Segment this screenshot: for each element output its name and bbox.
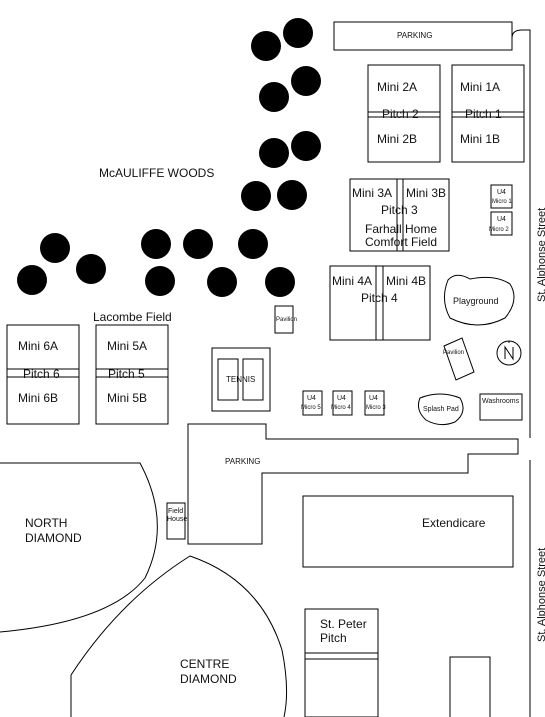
svg-text:Washrooms: Washrooms — [482, 398, 520, 405]
centre-diamond-label-1: CENTRE — [180, 657, 229, 671]
centre-diamond-label-2: DIAMOND — [180, 672, 237, 686]
pitch-5: Mini 5A Pitch 5 Mini 5B — [95, 324, 169, 425]
lacombe-field-label: Lacombe Field — [93, 310, 172, 324]
u4-micro-3: U4 Micro 3 — [364, 390, 386, 416]
tennis-label: TENNIS — [226, 375, 255, 384]
washrooms-building: Washrooms — [479, 393, 523, 421]
farhall-label-1: Farhall Home — [365, 222, 437, 236]
tree-canopy-icon — [40, 233, 70, 263]
pitch-3-label: Pitch 3 — [381, 203, 418, 217]
extendicare-building: Extendicare — [302, 495, 514, 568]
tennis-courts: TENNIS — [211, 347, 271, 412]
street-label-lower: St. Alphonse Street — [536, 548, 545, 642]
tree-canopy-icon — [17, 265, 47, 295]
pitch-6: Mini 6A Pitch 6 Mini 6B — [6, 324, 80, 425]
pitch-1: Mini 1A Pitch 1 Mini 1B — [451, 64, 525, 163]
tree-canopy-icon — [141, 229, 171, 259]
svg-text:Micro 3: Micro 3 — [366, 405, 386, 411]
u4-micro-4: U4 Micro 4 — [331, 390, 353, 416]
tree-canopy-icon — [259, 82, 289, 112]
u4-micro-5: U4 Micro 5 — [301, 390, 323, 416]
street-line-upper — [511, 29, 531, 438]
street-label-upper: St. Alphonse Street — [536, 208, 545, 302]
mini-5a-label: Mini 5A — [107, 339, 147, 353]
mini-6b-label: Mini 6B — [18, 391, 58, 405]
mini-1a-label: Mini 1A — [460, 80, 500, 94]
svg-text:Micro 5: Micro 5 — [301, 405, 321, 411]
playground-area — [444, 274, 515, 326]
svg-text:Pavilion: Pavilion — [443, 350, 464, 356]
tree-canopy-icon — [207, 267, 237, 297]
svg-text:Pavilion: Pavilion — [276, 317, 297, 323]
parking-lot-middle — [187, 423, 519, 545]
svg-text:U4: U4 — [307, 395, 316, 402]
centre-diamond-outline — [70, 555, 288, 717]
tree-canopy-icon — [145, 266, 175, 296]
mini-5b-label: Mini 5B — [107, 391, 147, 405]
mini-2b-label: Mini 2B — [377, 132, 417, 146]
tree-canopy-icon — [259, 138, 289, 168]
tree-group — [17, 18, 321, 297]
svg-text:Micro 1: Micro 1 — [492, 199, 512, 205]
mini-6a-label: Mini 6A — [18, 339, 58, 353]
tree-canopy-icon — [265, 267, 295, 297]
mini-2a-label: Mini 2A — [377, 80, 417, 94]
st-peter-pitch: St. Peter Pitch — [304, 608, 379, 717]
pitch-4: Mini 4A Mini 4B Pitch 4 — [329, 265, 431, 341]
pitch-5-label: Pitch 5 — [108, 367, 145, 381]
splash-pad-label: Splash Pad — [423, 406, 459, 413]
pavilion-east: Pavilion — [443, 337, 475, 381]
north-arrow-icon — [496, 340, 522, 366]
pitch-2: Mini 2A Pitch 2 Mini 2B — [367, 64, 441, 163]
playground-label: Playground — [453, 296, 499, 306]
st-peter-label-1: St. Peter — [320, 617, 367, 631]
svg-text:Micro 2: Micro 2 — [489, 227, 509, 233]
pitch-4-label: Pitch 4 — [361, 291, 398, 305]
tree-canopy-icon — [291, 66, 321, 96]
svg-text:Micro 4: Micro 4 — [331, 405, 351, 411]
u4-micro-2: U4 Micro 2 — [489, 211, 513, 236]
tree-canopy-icon — [241, 181, 271, 211]
tree-canopy-icon — [291, 131, 321, 161]
farhall-label-2: Comfort Field — [365, 235, 437, 249]
parking-label-middle: PARKING — [225, 457, 260, 466]
pitch-1-label: Pitch 1 — [465, 107, 502, 121]
svg-text:U4: U4 — [337, 395, 346, 402]
tree-canopy-icon — [251, 31, 281, 61]
svg-text:U4: U4 — [497, 189, 506, 196]
tree-canopy-icon — [76, 254, 106, 284]
pitch-6-label: Pitch 6 — [23, 367, 60, 381]
u4-micro-1: U4 Micro 1 — [490, 184, 513, 209]
north-diamond-label-1: NORTH — [25, 516, 67, 530]
parking-label-top: PARKING — [397, 31, 432, 40]
tree-canopy-icon — [283, 18, 313, 48]
building-outline-bottom — [449, 656, 491, 717]
north-diamond-outline — [0, 462, 158, 633]
mini-1b-label: Mini 1B — [460, 132, 500, 146]
mini-4b-label: Mini 4B — [386, 274, 426, 288]
pavilion-north: Pavilion — [274, 305, 297, 334]
svg-text:House: House — [167, 516, 187, 523]
extendicare-label: Extendicare — [422, 516, 486, 530]
splash-pad-area — [418, 393, 464, 426]
tree-canopy-icon — [277, 180, 307, 210]
pitch-2-label: Pitch 2 — [382, 107, 419, 121]
field-house-building: Field House — [166, 502, 187, 540]
tree-canopy-icon — [238, 229, 268, 259]
mini-3b-label: Mini 3B — [406, 186, 446, 200]
pitch-3: Mini 3A Mini 3B Pitch 3 Farhall Home Com… — [349, 178, 450, 252]
mini-4a-label: Mini 4A — [332, 274, 372, 288]
mcauliffe-woods-label: McAULIFFE WOODS — [99, 166, 214, 180]
st-peter-label-2: Pitch — [320, 631, 347, 645]
mini-3a-label: Mini 3A — [352, 186, 392, 200]
tree-canopy-icon — [183, 229, 213, 259]
svg-text:Field: Field — [168, 508, 183, 515]
svg-text:U4: U4 — [369, 395, 378, 402]
north-diamond-label-2: DIAMOND — [25, 531, 82, 545]
svg-text:U4: U4 — [497, 216, 506, 223]
